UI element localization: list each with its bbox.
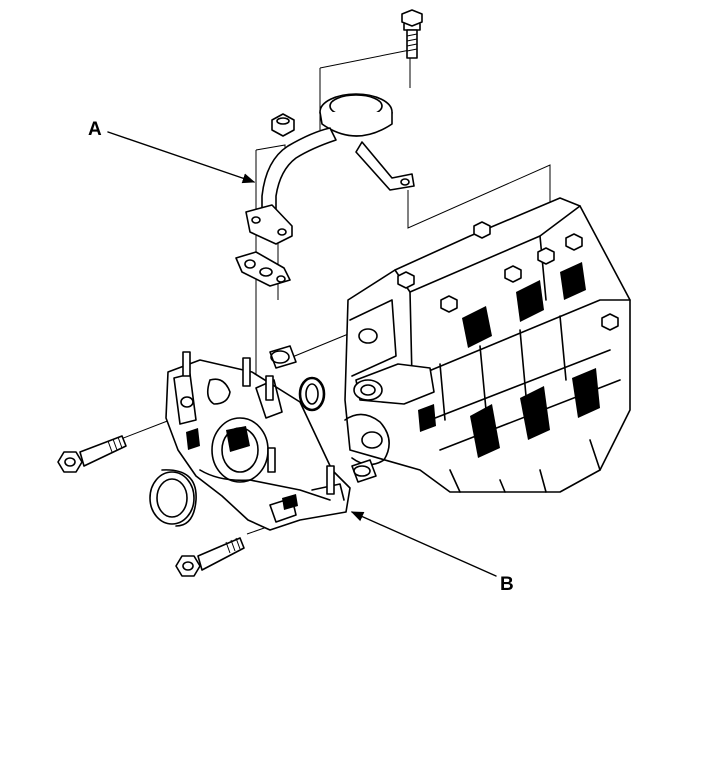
callout-b-label: B [500, 574, 514, 595]
pump-studs [182, 351, 335, 495]
o-ring [298, 376, 326, 412]
block-bolt-heads [397, 221, 619, 331]
dowel-pin-lower [351, 459, 377, 483]
callout-a-label: A [88, 119, 102, 140]
top-flange-bolt [401, 9, 423, 59]
flange-nut [271, 113, 295, 137]
pump-bolt-upper [57, 435, 127, 473]
callout-b: B [350, 511, 514, 595]
engine-block [344, 197, 631, 493]
strainer-gasket [235, 251, 291, 287]
oil-seal [149, 469, 197, 527]
pump-bolt-lower [175, 537, 245, 577]
oil-pump [165, 351, 351, 531]
callout-a: A [88, 119, 256, 184]
oil-strainer [245, 93, 415, 245]
dowel-pin-upper [269, 345, 297, 369]
